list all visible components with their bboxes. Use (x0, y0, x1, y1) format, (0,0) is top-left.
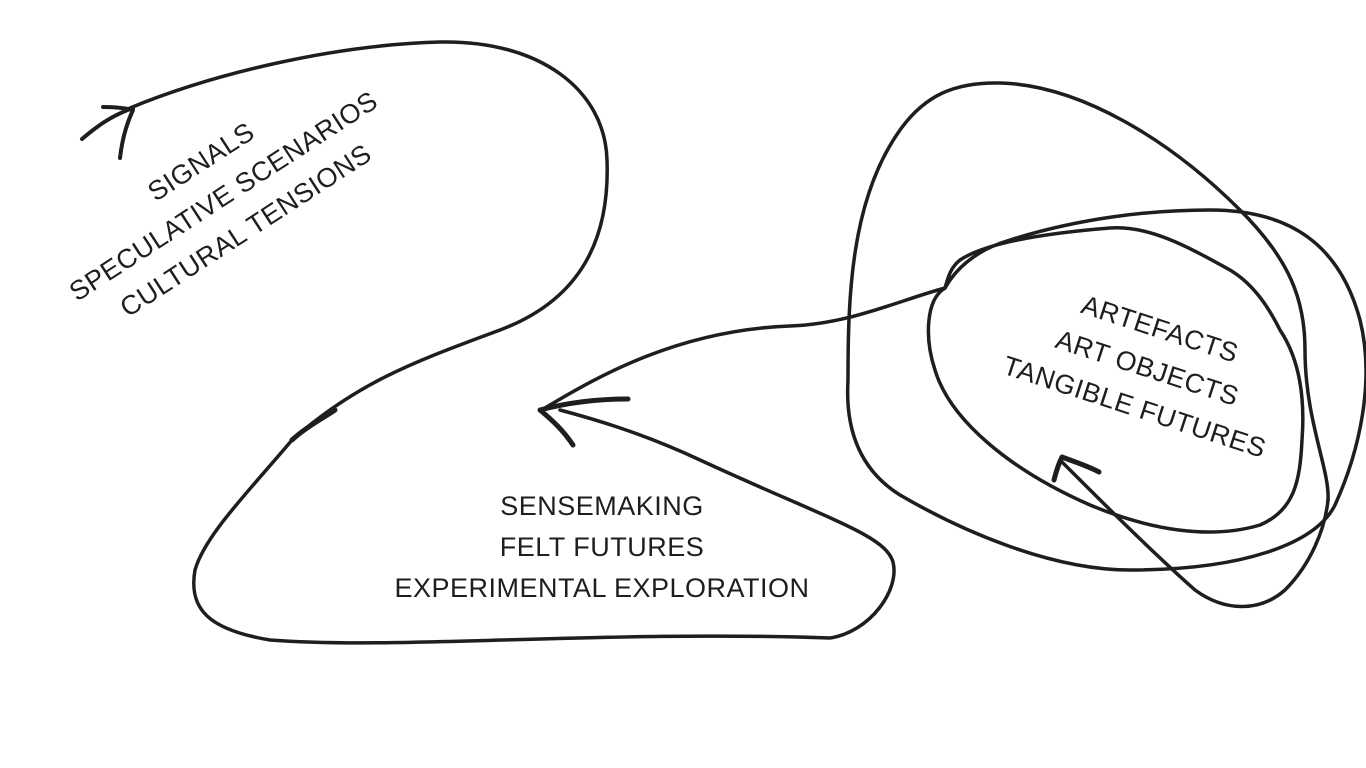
artefacts-return-path (1058, 458, 1330, 609)
arrowhead-center (537, 396, 631, 448)
stage-2-line-1: SENSEMAKING (500, 491, 704, 521)
arrowhead-start (80, 105, 135, 160)
flow-loop-path-1 (128, 40, 896, 645)
artefacts-outer-loop (845, 81, 1366, 572)
arrowhead-artefacts (1051, 454, 1102, 483)
loop-thick-segment (289, 407, 338, 443)
stage-2-line-3: EXPERIMENTAL EXPLORATION (394, 573, 810, 603)
stage-2-labels: SENSEMAKING FELT FUTURES EXPERIMENTAL EX… (352, 486, 852, 609)
stage-2-line-2: FELT FUTURES (499, 532, 705, 562)
artefacts-inner-loop (926, 226, 1305, 534)
flow-connector-path (543, 286, 947, 410)
